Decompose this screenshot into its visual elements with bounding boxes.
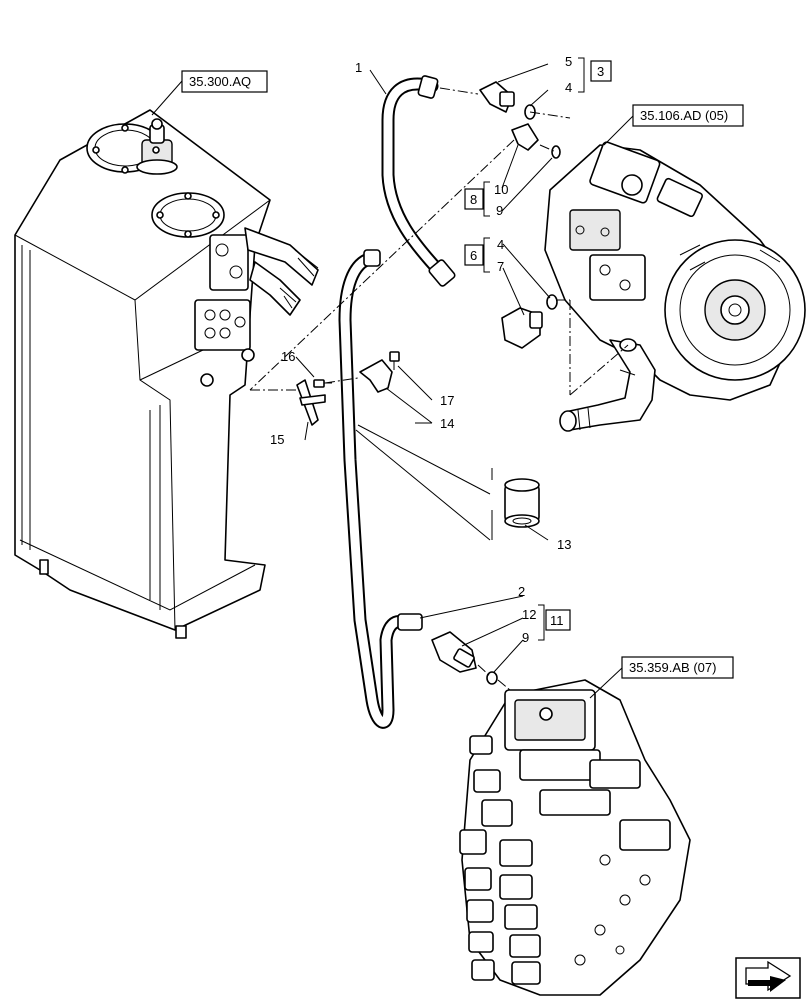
kit-box-6: 6: [464, 244, 484, 266]
center-lines: [249, 87, 629, 691]
ref-tank-label[interactable]: 35.300.AQ: [189, 74, 251, 89]
callout-10: 10: [494, 182, 508, 197]
kit-box-11: 11: [545, 609, 571, 631]
svg-text:8: 8: [470, 192, 477, 207]
callout-4-top: 4: [565, 80, 572, 95]
next-page-arrow-icon[interactable]: [735, 957, 801, 999]
o-ring-9-top: [551, 145, 561, 159]
callouts: 1 5 4 10 9 4 7 16 17 14 15 13 2 12 9: [270, 54, 572, 645]
callout-14: 14: [440, 416, 454, 431]
ref-valve[interactable]: 35.359.AB (07): [621, 656, 734, 679]
svg-text:3: 3: [597, 64, 604, 79]
hydraulic-pump: [544, 141, 806, 432]
ref-pump[interactable]: 35.106.AD (05): [632, 104, 744, 127]
hose-1: [381, 75, 456, 287]
callout-1: 1: [355, 60, 362, 75]
bolt-17: [389, 351, 400, 370]
clamp-14: [359, 359, 393, 393]
callout-16: 16: [281, 349, 295, 364]
callout-15: 15: [270, 432, 284, 447]
svg-text:6: 6: [470, 248, 477, 263]
bolt-16: [313, 379, 332, 388]
ref-tank[interactable]: 35.300.AQ: [181, 70, 268, 93]
svg-text:11: 11: [550, 613, 564, 628]
kit-box-8: 8: [464, 188, 484, 210]
elbow-fitting-5: [479, 81, 515, 113]
o-ring-9-bottom: [486, 671, 498, 685]
hydraulic-tank: [14, 109, 319, 639]
control-valve: [459, 679, 691, 996]
callout-9-top: 9: [496, 203, 503, 218]
sleeve-13: [504, 478, 540, 528]
ref-pump-label[interactable]: 35.106.AD (05): [640, 108, 728, 123]
o-ring-4-mid: [546, 294, 558, 310]
callout-13: 13: [557, 537, 571, 552]
fitting-12: [431, 631, 477, 673]
leader-lines: [151, 57, 634, 699]
hose-2: [338, 249, 423, 729]
callout-5: 5: [565, 54, 572, 69]
elbow-fitting-7: [501, 307, 543, 349]
callout-7: 7: [497, 259, 504, 274]
callout-4-mid: 4: [497, 237, 504, 252]
kit-box-3: 3: [590, 60, 612, 82]
callout-2: 2: [518, 584, 525, 599]
ref-valve-label[interactable]: 35.359.AB (07): [629, 660, 716, 675]
callout-9-bottom: 9: [522, 630, 529, 645]
bracket-15: [296, 379, 326, 426]
elbow-fitting-10: [511, 123, 539, 151]
callout-17: 17: [440, 393, 454, 408]
callout-12: 12: [522, 607, 536, 622]
